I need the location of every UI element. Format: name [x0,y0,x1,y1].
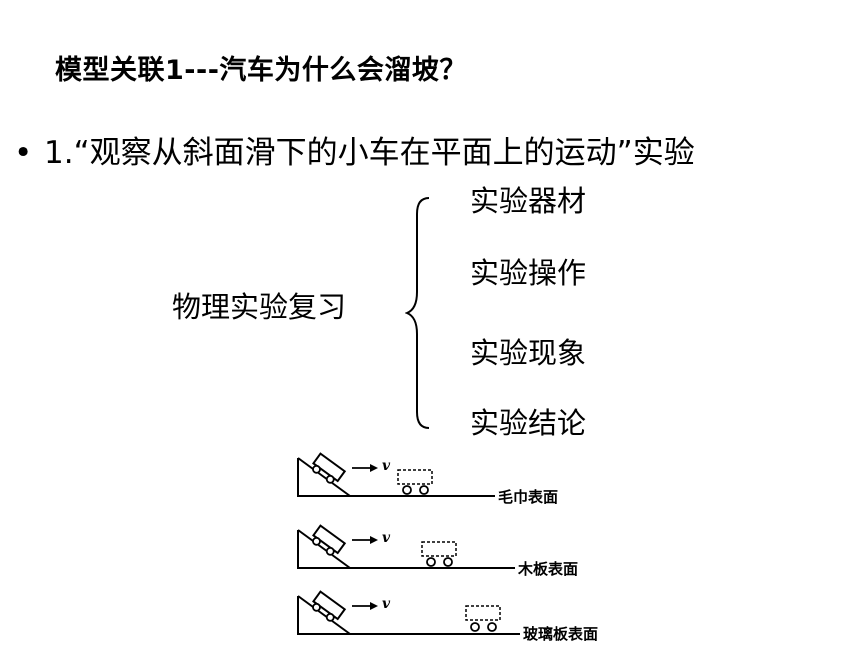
surface-label-towel: 毛巾表面 [498,488,559,506]
ramp-diagram [297,452,520,635]
velocity-label-3: v [382,596,391,612]
review-label: 物理实验复习 [172,290,347,324]
page-title: 模型关联1---汽车为什么会溜坡？ [55,55,467,86]
velocity-label-1: v [382,458,391,474]
ramp-experiment-figure: v v v 毛巾表面 木板表面 玻璃板表面 [290,452,630,643]
curly-brace [405,197,430,429]
branch-conclusion: 实验结论 [470,406,587,440]
velocity-label-2: v [382,530,391,546]
branch-operation: 实验操作 [470,256,587,290]
surface-label-glass: 玻璃板表面 [523,625,599,643]
bullet-marker: • [14,135,33,171]
branch-phenomenon: 实验现象 [470,336,587,370]
surface-label-wood: 木板表面 [518,560,579,578]
bullet-text: 1.“观察从斜面滑下的小车在平面上的运动”实验 [44,135,695,171]
branch-equipment: 实验器材 [470,184,587,218]
